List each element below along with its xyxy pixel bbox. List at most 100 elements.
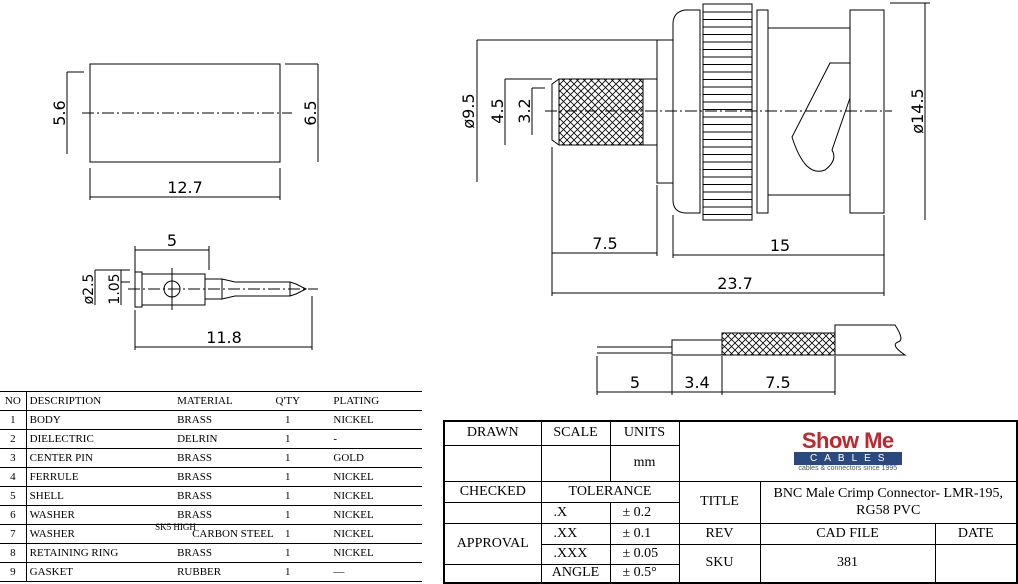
table-row: 6 WASHER BRASS 1 NICKEL <box>0 505 422 525</box>
cell-qty: 1 <box>268 543 308 563</box>
table-row: 4 FERRULE BRASS 1 NICKEL <box>0 467 422 487</box>
logo-tagline: cables & connectors since 1995 <box>798 465 898 473</box>
cell-qty: 1 <box>268 410 308 430</box>
dim-conn-95: ø9.5 <box>459 93 478 128</box>
table-row: 9 GASKET RUBBER 1 — <box>0 562 422 582</box>
tol-x-value: ± 0.2 <box>609 501 680 524</box>
table-row: 2 DIELECTRIC DELRIN 1 - <box>0 429 422 449</box>
logo-text: Show Me <box>801 428 894 454</box>
header-no: NO <box>0 391 27 411</box>
center-pin-drawing: 5 ø2.5 1.05 11.8 <box>81 231 318 350</box>
cell-no: 9 <box>0 562 27 582</box>
tol-angle-key: ANGLE <box>540 563 611 584</box>
approval-label: APPROVAL <box>443 522 542 565</box>
cell-description: CENTER PIN <box>26 448 174 468</box>
material-name: CARBON STEEL <box>192 528 274 540</box>
header-material: MATERIAL <box>173 391 269 411</box>
cell-description: SHELL <box>26 486 174 506</box>
cell-description: RETAINING RING <box>26 543 174 563</box>
tol-xxx-key: .XXX <box>540 543 611 565</box>
dim-conn-45: 4.5 <box>488 98 507 123</box>
cell-material: BRASS <box>173 543 269 563</box>
dim-conn-crimp-length: 7.5 <box>592 234 617 253</box>
dim-ferrule-id: 5.6 <box>50 100 69 125</box>
cell-description: WASHER <box>26 505 174 525</box>
date-label: DATE <box>934 522 1018 545</box>
header-qty: Q'TY <box>268 391 308 411</box>
table-header-row: NO DESCRIPTION MATERIAL Q'TY PLATING <box>0 391 422 411</box>
connector-drawing: ø9.5 4.5 3.2 ø14.5 7.5 15 23.7 <box>459 2 930 296</box>
cell-material: RUBBER <box>173 562 269 582</box>
cell-no: 1 <box>0 410 27 430</box>
cell-qty: 1 <box>268 505 308 525</box>
cell-plating: - <box>307 429 422 449</box>
cell-description: DIELECTRIC <box>26 429 174 449</box>
tol-xxx-value: ± 0.05 <box>609 543 680 565</box>
cell-plating: NICKEL <box>307 410 422 430</box>
dim-ferrule-length: 12.7 <box>167 178 203 197</box>
dim-conn-total-length: 23.7 <box>717 274 753 293</box>
cell-plating: NICKEL <box>307 467 422 487</box>
dim-pin-hole: 1.05 <box>107 273 123 304</box>
dim-pin-length: 11.8 <box>206 328 242 347</box>
dim-conn-32: 3.2 <box>515 98 534 123</box>
cell-plating: NICKEL <box>307 524 422 544</box>
dim-ferrule-od: 6.5 <box>301 100 320 125</box>
cell-no: 8 <box>0 543 27 563</box>
parts-table: NO DESCRIPTION MATERIAL Q'TY PLATING 1 B… <box>0 391 422 582</box>
dim-pin-crimp-length: 5 <box>167 231 177 250</box>
tol-xx-value: ± 0.1 <box>609 522 680 545</box>
cell-plating: NICKEL <box>307 505 422 525</box>
cell-material: DELRIN <box>173 429 269 449</box>
table-row: 5 SHELL BRASS 1 NICKEL <box>0 486 422 506</box>
table-row: 3 CENTER PIN BRASS 1 GOLD <box>0 448 422 468</box>
cell-plating: GOLD <box>307 448 422 468</box>
cell-material: BRASS <box>173 467 269 487</box>
cell-plating: NICKEL <box>307 486 422 506</box>
cell-description: WASHER <box>26 524 174 544</box>
title-label: TITLE <box>678 480 761 524</box>
title-line-2: RG58 PVC <box>856 503 921 518</box>
tol-x-key: .X <box>540 501 611 524</box>
dim-strip-braid: 7.5 <box>765 373 790 392</box>
drawn-value <box>443 444 542 482</box>
cell-qty: 1 <box>268 524 308 544</box>
cell-qty: 1 <box>268 562 308 582</box>
cell-qty: 1 <box>268 429 308 449</box>
date-value <box>934 543 1018 584</box>
dim-conn-body-length: 15 <box>770 236 790 255</box>
tolerance-label: TOLERANCE <box>540 480 680 503</box>
title-value: BNC Male Crimp Connector- LMR-195, RG58 … <box>759 480 1018 524</box>
cell-qty: 1 <box>268 448 308 468</box>
cell-no: 7 <box>0 524 27 544</box>
cell-material: BRASS <box>173 448 269 468</box>
cell-no: 2 <box>0 429 27 449</box>
ferrule-drawing: 5.6 6.5 12.7 <box>50 63 320 200</box>
table-row: 8 RETAINING RING BRASS 1 NICKEL <box>0 543 422 563</box>
cell-qty: 1 <box>268 467 308 487</box>
cell-no: 5 <box>0 486 27 506</box>
dim-pin-dia: ø2.5 <box>81 274 97 305</box>
cell-material: BRASS <box>173 410 269 430</box>
cell-no: 4 <box>0 467 27 487</box>
header-description: DESCRIPTION <box>26 391 174 411</box>
sku-value: 381 <box>759 543 936 584</box>
tol-angle-value: ± 0.5° <box>609 563 680 584</box>
units-value: mm <box>609 444 680 482</box>
scale-value <box>540 444 611 482</box>
cable-strip-drawing: 5 3.4 7.5 <box>596 324 907 395</box>
dim-strip-dielectric: 3.4 <box>684 373 709 392</box>
title-line-1: BNC Male Crimp Connector- LMR-195, <box>773 486 1004 501</box>
cell-plating: NICKEL <box>307 543 422 563</box>
dim-conn-145: ø14.5 <box>908 88 927 133</box>
checked-value <box>443 501 542 524</box>
rev-label: REV <box>678 522 761 545</box>
company-logo: Show Me CABLES cables & connectors since… <box>793 428 902 473</box>
tol-xx-key: .XX <box>540 522 611 545</box>
dim-strip-center: 5 <box>630 373 640 392</box>
material-grade: SK5 HIGH <box>155 522 196 532</box>
cell-material: BRASS <box>173 486 269 506</box>
